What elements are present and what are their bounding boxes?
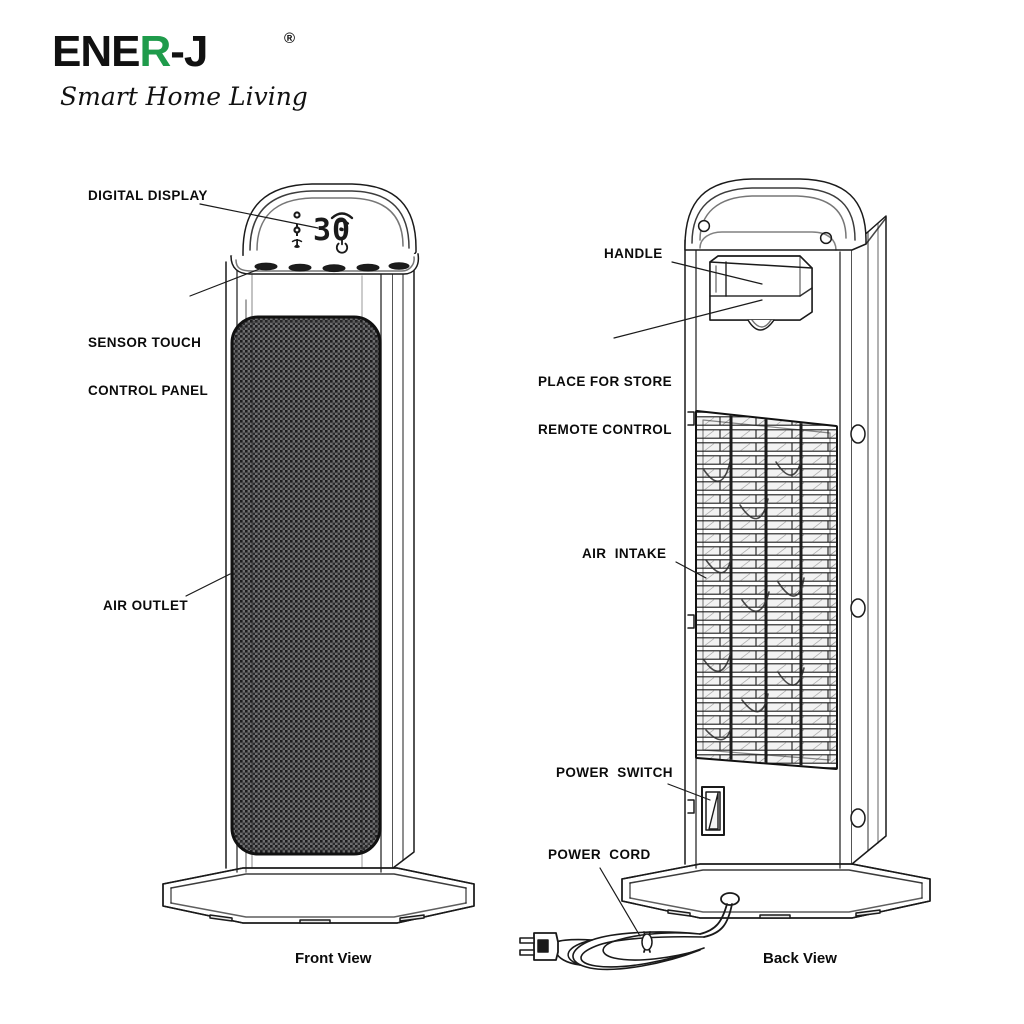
wordmark-ene: ENE <box>52 27 140 76</box>
back-base <box>621 863 931 919</box>
brand-tagline: Smart Home Living <box>60 82 308 111</box>
front-base <box>162 867 475 924</box>
registered-trademark-icon: ® <box>284 30 296 47</box>
brand-wordmark: ENER-J <box>52 27 208 76</box>
callout-place-for-store-remote-control: PLACE FOR STORE REMOTE CONTROL <box>538 342 672 470</box>
callout-power-switch: POWER SWITCH <box>556 765 673 780</box>
callout-sensor-touch-line2: CONTROL PANEL <box>88 383 209 398</box>
plug-icon <box>519 932 559 961</box>
mode-indicator-icon <box>293 211 301 219</box>
wordmark-dash-j: -J <box>170 27 208 76</box>
brand-logo: ENER-J ® Smart Home Living <box>52 28 312 120</box>
body-slots <box>687 411 695 814</box>
air-outlet-grille <box>230 315 382 856</box>
callout-sensor-touch-line1: SENSOR TOUCH <box>88 335 202 350</box>
remote-storage-notch <box>747 319 775 331</box>
power-cord <box>519 892 740 971</box>
callout-handle: HANDLE <box>604 246 663 261</box>
leader-handle <box>671 261 763 285</box>
callout-remote-line2: REMOTE CONTROL <box>538 422 672 437</box>
wordmark-r-accent: R <box>139 27 171 76</box>
callout-leader-lines <box>185 203 763 937</box>
back-view-drawing <box>519 178 931 971</box>
callout-digital-display: DIGITAL DISPLAY <box>88 188 208 203</box>
callout-remote-line1: PLACE FOR STORE <box>538 374 673 389</box>
front-view-drawing: 30 <box>162 183 475 924</box>
handle <box>709 255 813 331</box>
power-switch <box>701 786 725 836</box>
callout-air-outlet: AIR OUTLET <box>103 598 188 613</box>
fan-indicator-icon <box>293 224 301 236</box>
front-top-cap <box>230 183 420 275</box>
leader-place-for-store-remote <box>613 299 763 339</box>
leader-power-switch <box>667 783 711 801</box>
power-icon <box>335 237 349 254</box>
callout-sensor-touch-control-panel: SENSOR TOUCH CONTROL PANEL <box>88 303 208 431</box>
back-body <box>684 215 887 869</box>
leader-air-outlet <box>185 573 231 597</box>
leader-digital-display <box>199 203 319 229</box>
air-intake-grille <box>695 410 838 770</box>
view-label-front: Front View <box>295 950 372 967</box>
heat-indicator-icon <box>291 239 303 248</box>
back-top-cap <box>684 178 887 251</box>
leader-sensor-touch-control-panel <box>189 267 263 297</box>
leader-power-cord <box>599 867 641 937</box>
screw-holes <box>850 424 866 828</box>
view-label-back: Back View <box>763 950 837 967</box>
wifi-icon <box>330 212 354 232</box>
leader-air-intake <box>675 561 707 579</box>
digital-display: 30 <box>291 211 354 254</box>
callout-air-intake: AIR INTAKE <box>582 546 667 561</box>
callout-power-cord: POWER CORD <box>548 847 651 862</box>
